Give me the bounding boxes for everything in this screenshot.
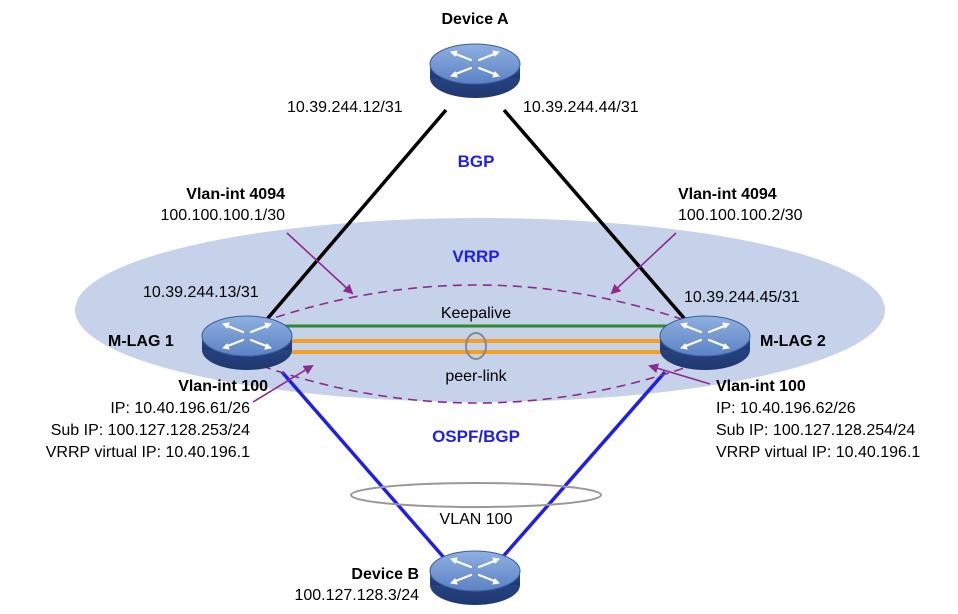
- bgp-label: BGP: [458, 152, 495, 171]
- vlan100-ring: [350, 482, 602, 508]
- link-mlag1-b: [280, 370, 448, 562]
- vrrp-arc-bottom: [261, 365, 691, 404]
- mlag2-vlan100-name: Vlan-int 100: [716, 378, 806, 395]
- mlag2-vlan100-subip: Sub IP: 100.127.128.254/24: [716, 422, 915, 439]
- arrow-vlan100-right: [648, 363, 711, 385]
- vrrp-label: VRRP: [452, 247, 499, 266]
- device-b-label: Device B: [351, 566, 419, 583]
- device-a-label: Device A: [442, 11, 509, 28]
- mlag1-vlan4094-ip: 100.100.100.1/30: [160, 207, 285, 224]
- link-a-mlag2: [502, 108, 692, 327]
- mlag2-vlan4094-name: Vlan-int 4094: [678, 186, 777, 203]
- mlag2-label: M-LAG 2: [760, 333, 826, 350]
- mlag1-vlan100-name: Vlan-int 100: [178, 378, 268, 395]
- mlag2-uplink-ip: 10.39.244.45/31: [684, 289, 800, 306]
- arrow-vlan4094-left: [286, 232, 354, 295]
- mlag1-vlan100-subip: Sub IP: 100.127.128.253/24: [51, 422, 250, 439]
- vlan-label: VLAN 100: [440, 511, 513, 528]
- mlag1-vlan100-ip: IP: 10.40.196.61/26: [110, 400, 250, 417]
- mlag2-vlan100-ip: IP: 10.40.196.62/26: [716, 400, 856, 417]
- mlag1-uplink-ip: 10.39.244.13/31: [143, 284, 259, 301]
- mlag1-vlan4094-name: Vlan-int 4094: [186, 186, 285, 203]
- mlag1-vlan100-vrrp: VRRP virtual IP: 10.40.196.1: [46, 444, 250, 461]
- keepalive-label: Keepalive: [441, 305, 511, 322]
- a-left-ip: 10.39.244.12/31: [287, 99, 403, 116]
- device-a-icon: [428, 42, 522, 100]
- arrow-vlan4094-right: [610, 232, 677, 295]
- peer-link-label: peer-link: [445, 368, 507, 385]
- mlag2-vlan100-vrrp: VRRP virtual IP: 10.40.196.1: [716, 444, 920, 461]
- a-right-ip: 10.39.244.44/31: [523, 99, 639, 116]
- device-b-icon: [428, 549, 522, 607]
- link-mlag2-b: [498, 370, 667, 562]
- mlag2-vlan4094-ip: 100.100.100.2/30: [678, 207, 803, 224]
- arrow-vlan100-left: [252, 364, 314, 403]
- peer-link-aggregation-ring: [465, 332, 487, 360]
- ospf-bgp-label: OSPF/BGP: [432, 427, 520, 446]
- mlag2-icon: [658, 314, 752, 372]
- device-b-ip: 100.127.128.3/24: [294, 587, 419, 604]
- mlag1-label: M-LAG 1: [108, 333, 174, 350]
- link-a-mlag1: [260, 108, 448, 327]
- vrrp-arc-top: [261, 284, 691, 323]
- mlag1-icon: [200, 314, 294, 372]
